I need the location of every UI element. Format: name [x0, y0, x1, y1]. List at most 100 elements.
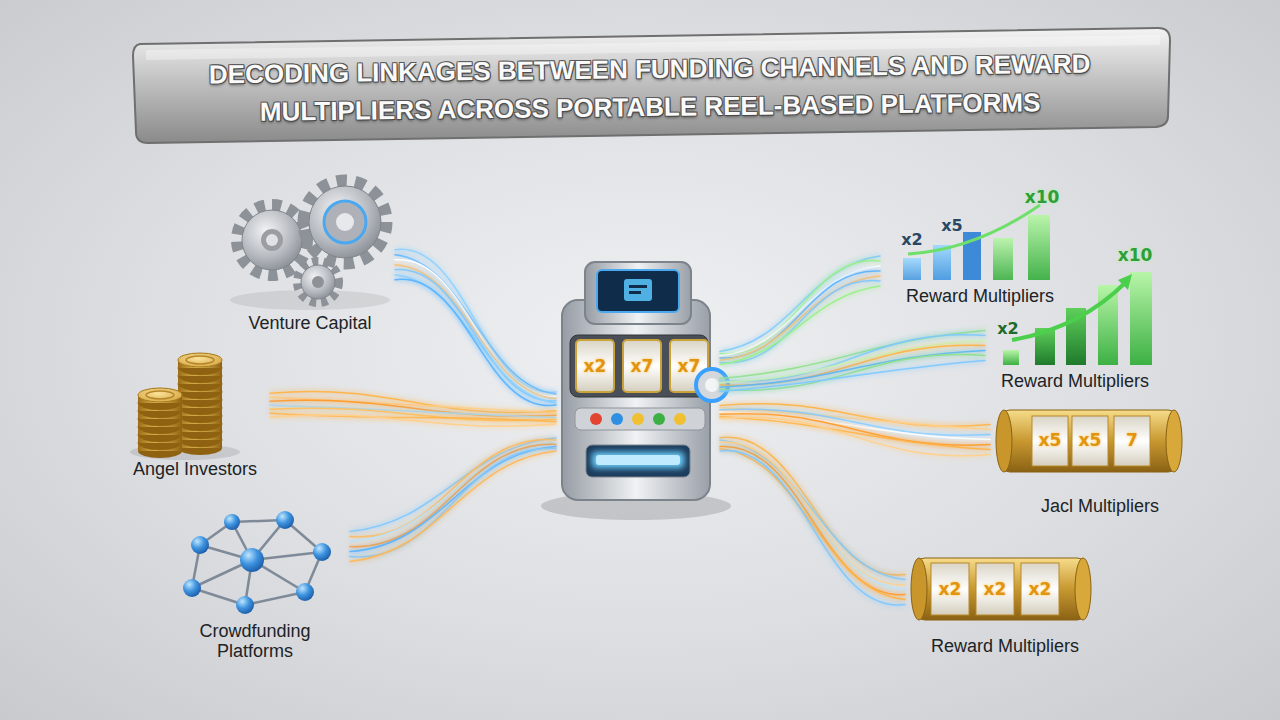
flow-line — [720, 330, 985, 378]
flow-line — [395, 260, 556, 397]
reel-icon — [911, 558, 1091, 620]
flow-glow — [720, 266, 880, 356]
multiplier-value: x10 — [1113, 244, 1157, 266]
flow-glow — [720, 449, 905, 600]
flow-glow — [395, 279, 556, 405]
flow-glow — [720, 335, 985, 382]
flow-line — [270, 400, 556, 416]
gear-teeth — [305, 182, 385, 262]
reel-window — [976, 563, 1014, 615]
gear-hub — [312, 276, 324, 288]
flow-glow — [720, 444, 905, 589]
flow-line — [720, 408, 990, 430]
flow-line — [395, 279, 556, 405]
node-label: Venture Capital — [225, 313, 395, 333]
node-label: Reward Multipliers — [985, 371, 1165, 391]
button-panel — [575, 408, 705, 430]
flow-glow — [395, 260, 556, 397]
multiplier-value: x2 — [975, 577, 1015, 601]
reel-icon — [996, 410, 1182, 472]
node-label: Reward Multipliers — [880, 286, 1080, 306]
coin-emboss — [146, 391, 174, 399]
flow-glow — [720, 261, 880, 354]
knob-center — [705, 378, 719, 392]
flow-line — [720, 440, 905, 580]
flow-glow — [270, 391, 556, 412]
flow-line — [720, 437, 905, 575]
flow-glow — [720, 276, 880, 360]
flow-line — [720, 335, 985, 382]
flow-line — [720, 276, 880, 360]
bar-chart-icon — [1003, 272, 1152, 365]
machine-button — [674, 413, 686, 425]
gears-icon — [230, 182, 390, 310]
flow-glow — [395, 249, 556, 392]
flow-glow — [720, 350, 985, 387]
funding-source: Crowdfunding Platforms — [160, 505, 350, 665]
flow-glow — [720, 417, 990, 455]
multiplier-value: x5 — [1035, 428, 1065, 452]
coin-emboss — [186, 356, 214, 364]
multiplier-value: x7 — [669, 354, 709, 378]
flow-glow — [350, 451, 556, 562]
flow-line — [350, 451, 556, 562]
diagram-title: DECODING LINKAGES BETWEEN FUNDING CHANNE… — [125, 44, 1176, 133]
machine-button — [632, 413, 644, 425]
chart-bar — [1003, 350, 1019, 365]
trend-arrow — [1118, 274, 1132, 290]
reel — [576, 340, 614, 392]
flow-glow — [270, 408, 556, 420]
network-links — [192, 520, 322, 605]
flow-glow — [720, 412, 990, 440]
coin — [178, 353, 222, 375]
flow-connector — [270, 391, 556, 426]
flow-glow — [270, 405, 556, 417]
reel-cap — [911, 558, 927, 620]
flow-glow — [720, 271, 880, 358]
flow-glow — [350, 440, 556, 537]
slot-machine: x2x7x7 — [556, 250, 720, 520]
flow-line — [350, 444, 556, 546]
network-node — [224, 514, 240, 530]
flow-glow — [720, 404, 990, 426]
flow-connector — [395, 249, 556, 405]
flow-glow — [350, 448, 556, 557]
gear-teeth — [298, 262, 338, 302]
flow-line — [720, 261, 880, 354]
network-node — [313, 543, 331, 561]
machine-body — [562, 300, 710, 500]
flow-glow — [270, 397, 556, 413]
flow-glow — [270, 413, 556, 422]
screen-icon-line — [629, 285, 647, 288]
multiplier-reel: x5x57Jacl Multipliers — [990, 400, 1190, 520]
chart-bar — [903, 258, 921, 280]
flow-line — [720, 281, 880, 363]
flow-glow — [350, 442, 556, 541]
flow-glow — [720, 281, 880, 363]
flow-glow — [720, 345, 985, 385]
screen-icon-line — [629, 291, 641, 294]
flow-line — [720, 409, 990, 435]
flow-line — [395, 255, 556, 394]
multiplier-value: x2 — [1020, 577, 1060, 601]
flow-line — [350, 438, 556, 532]
gear-hub — [261, 229, 283, 251]
flow-connector — [720, 330, 985, 391]
flow-glow — [395, 270, 556, 401]
flow-glow — [720, 408, 990, 430]
flow-line — [720, 412, 990, 440]
flow-connector — [720, 404, 990, 456]
node-label: Reward Multipliers — [905, 636, 1105, 656]
funding-source: Venture Capital — [225, 180, 395, 340]
reel-window — [570, 335, 708, 397]
flow-line — [720, 442, 905, 585]
flow-glow — [270, 400, 556, 416]
flow-line — [350, 448, 556, 557]
flow-glow — [395, 255, 556, 394]
flow-glow — [720, 446, 905, 594]
flow-line — [720, 256, 880, 351]
flow-glow — [720, 256, 880, 351]
multiplier-chart: x2x5x10Reward Multipliers — [880, 180, 1080, 310]
flow-connector — [720, 256, 880, 365]
network-node — [183, 579, 201, 597]
